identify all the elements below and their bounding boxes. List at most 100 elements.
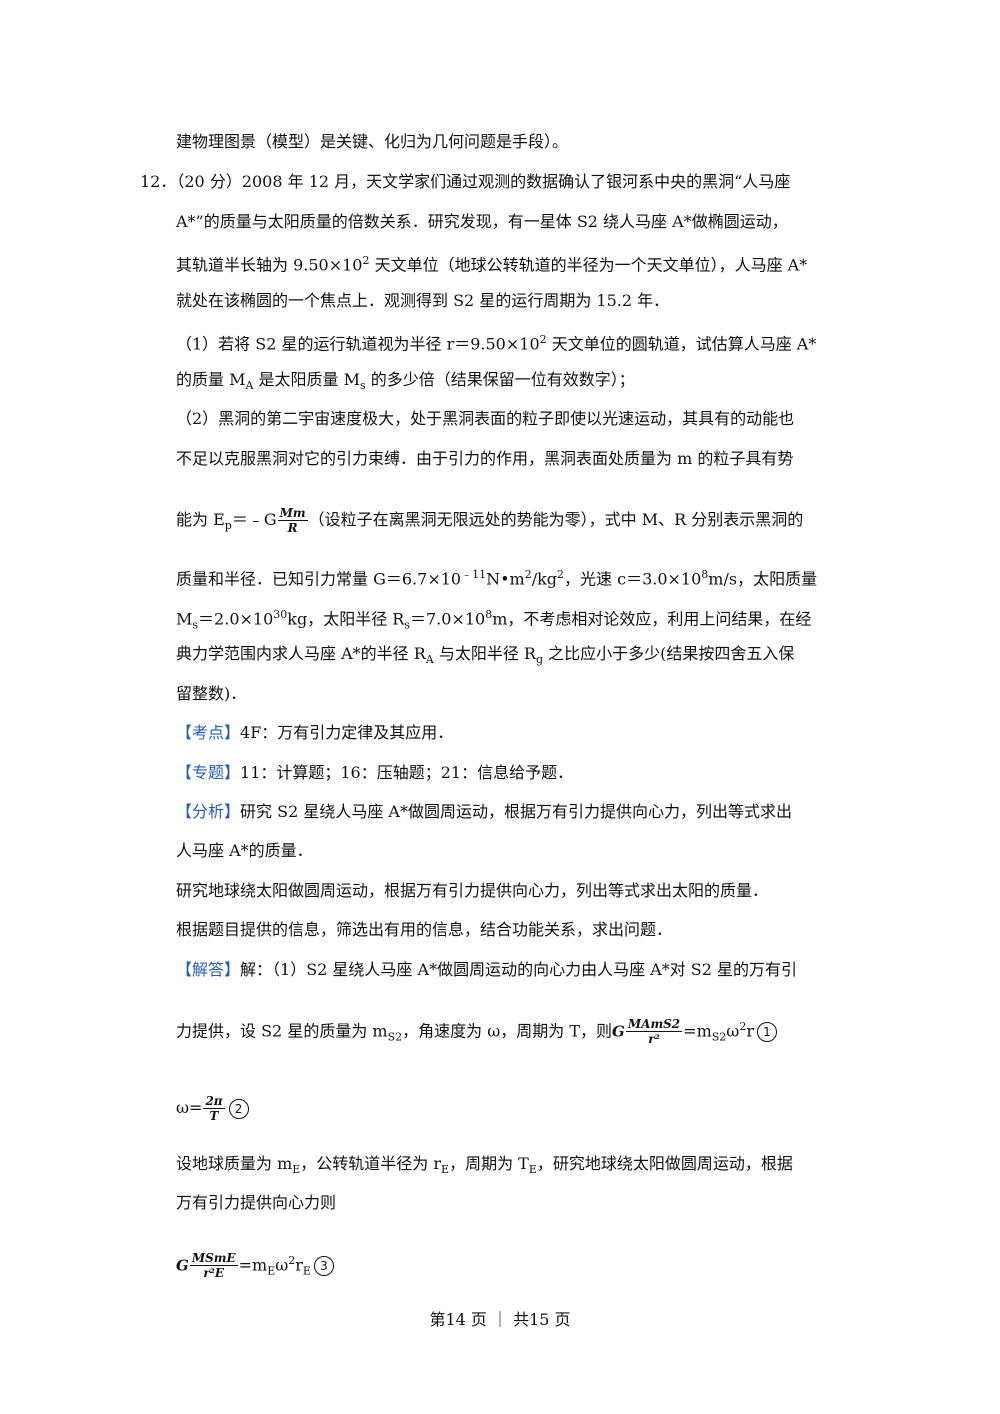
question-text: （20 分）2008 年 12 月，天文学家们通过观测的数据确认了银河系中央的黑… bbox=[176, 172, 791, 191]
text-run: （设粒子在离黑洞无限远处的势能为零），式中 M、R 分别表示黑洞的 bbox=[308, 510, 804, 529]
text-run: kg，太阳半径 R bbox=[287, 609, 405, 629]
fraction-denominator: T bbox=[209, 1109, 219, 1123]
subscript: A bbox=[425, 653, 434, 667]
section-tag-jieda: 【解答】 bbox=[176, 960, 241, 979]
text-run: 的质量 M bbox=[176, 370, 246, 389]
paragraph-text: 不足以克服黑洞对它的引力束缚．由于引力的作用，黑洞表面处质量为 m 的粒子具有势 bbox=[176, 449, 794, 468]
text-run: N•m bbox=[486, 569, 525, 589]
text-line: 不足以克服黑洞对它的引力束缚．由于引力的作用，黑洞表面处质量为 m 的粒子具有势 bbox=[176, 448, 1000, 470]
text-run: ，角速度为 ω，周期为 T，则 bbox=[402, 1021, 613, 1041]
text-run: ω bbox=[726, 1021, 740, 1041]
text-run: m/s，太阳质量 bbox=[708, 569, 818, 589]
gravity-constant: G bbox=[176, 1256, 189, 1275]
section-text: 11：计算题；16：压轴题；21：信息给予题． bbox=[240, 763, 574, 782]
fraction-denominator: R bbox=[287, 521, 298, 535]
text-run: 天文单位（地球公转轨道的半径为一个天文单位），人马座 A* bbox=[369, 255, 808, 275]
fenxi-line: 【分析】研究 S2 星绕人马座 A*做圆周运动，根据万有引力提供向心力，列出等式… bbox=[176, 801, 1000, 823]
text-run: =m bbox=[683, 1021, 712, 1041]
section-tag-kaodian: 【考点】 bbox=[176, 723, 241, 742]
text-line: 设地球质量为 mE，公转轨道半径为 rE，周期为 TE，研究地球绕太阳做圆周运动… bbox=[176, 1153, 1000, 1181]
text-run: r bbox=[295, 1255, 303, 1275]
superscript: 2 bbox=[524, 568, 532, 581]
text-line: 万有引力提供向心力则 bbox=[176, 1192, 1000, 1214]
text-run: 设地球质量为 m bbox=[176, 1154, 293, 1173]
text-run: ，研究地球绕太阳做圆周运动，根据 bbox=[536, 1154, 793, 1173]
text-run: 与太阳半径 R bbox=[433, 644, 536, 663]
subscript: s bbox=[192, 618, 199, 632]
text-line: （2）黑洞的第二宇宙速度极大，处于黑洞表面的粒子即使以光速运动，其具有的动能也 bbox=[176, 408, 1000, 430]
subscript: E bbox=[267, 1264, 276, 1278]
circled-number: 2 bbox=[228, 1099, 249, 1119]
circled-number: 1 bbox=[756, 1022, 777, 1043]
text-run: 质量和半径．已知引力常量 G＝6.7×10 bbox=[176, 569, 462, 589]
question-text: 就处在该椭圆的一个焦点上．观测得到 S2 星的运行周期为 15.2 年． bbox=[176, 291, 670, 310]
circled-number: 3 bbox=[313, 1256, 334, 1277]
jieda-line: 【解答】解：（1）S2 星绕人马座 A*做圆周运动的向心力由人马座 A*对 S2… bbox=[176, 959, 1000, 981]
superscript: 8 bbox=[701, 568, 709, 581]
subscript: E bbox=[292, 1163, 301, 1177]
text-line: 建物理图景（模型）是关键、化归为几何问题是手段）。 bbox=[176, 131, 1000, 153]
question-text: A*”的质量与太阳质量的倍数关系．研究发现，有一星体 S2 绕人马座 A*做椭圆… bbox=[176, 212, 788, 231]
text-run: ω bbox=[275, 1255, 289, 1275]
question-number: 12． bbox=[140, 172, 177, 191]
text-line: 的质量 MA 是太阳质量 Ms 的多少倍（结果保留一位有效数字）； bbox=[176, 369, 1000, 397]
text-run: 能为 E bbox=[176, 510, 225, 529]
paragraph-text: （2）黑洞的第二宇宙速度极大，处于黑洞表面的粒子即使以光速运动，其具有的动能也 bbox=[176, 409, 795, 428]
section-tag-fenxi: 【分析】 bbox=[176, 802, 241, 821]
text-run: ＝2.0×10 bbox=[198, 609, 274, 629]
text-line: 典力学范围内求人马座 A*的半径 RA 与太阳半径 Rg 之比应小于多少(结果按… bbox=[176, 643, 1000, 671]
text-run: ，周期为 T bbox=[449, 1154, 529, 1173]
text-run: 典力学范围内求人马座 A*的半径 R bbox=[176, 644, 426, 663]
superscript: 2 bbox=[539, 333, 547, 346]
text-run: （1）若将 S2 星的运行轨道视为半径 r＝9.50×10 bbox=[176, 334, 540, 354]
subscript: s bbox=[404, 618, 410, 632]
subscript: E bbox=[441, 1163, 450, 1177]
zhuanti-line: 【专题】11：计算题；16：压轴题；21：信息给予题． bbox=[176, 762, 1000, 784]
superscript: 8 bbox=[485, 608, 493, 621]
text-run: 力提供，设 S2 星的质量为 m bbox=[176, 1021, 388, 1041]
section-text: 研究 S2 星绕人马座 A*做圆周运动，根据万有引力提供向心力，列出等式求出 bbox=[240, 802, 792, 821]
text-line: Ms＝2.0×1030kg，太阳半径 Rs＝7.0×108m，不考虑相对论效应，… bbox=[176, 604, 1000, 637]
paragraph-text: 人马座 A*的质量． bbox=[176, 841, 313, 860]
paragraph-text: 研究地球绕太阳做圆周运动，根据万有引力提供向心力，列出等式求出太阳的质量． bbox=[176, 881, 769, 900]
text-run: 的多少倍（结果保留一位有效数字）； bbox=[365, 370, 635, 389]
subscript: E bbox=[528, 1163, 537, 1177]
text-run: /kg bbox=[531, 569, 558, 589]
page-footer: 第14 页 ｜ 共15 页 bbox=[429, 1310, 571, 1329]
text-run: m，不考虑相对论效应，利用上问结果，在经 bbox=[492, 609, 812, 629]
text-run: M bbox=[176, 609, 193, 629]
text-line: 留整数)． bbox=[176, 683, 1000, 705]
fraction-numerator: 2π bbox=[203, 1094, 225, 1109]
paragraph-text: 建物理图景（模型）是关键、化归为几何问题是手段）。 bbox=[176, 132, 569, 151]
subscript: S2 bbox=[711, 1030, 727, 1044]
text-run: ω= bbox=[176, 1098, 203, 1117]
subscript: E bbox=[302, 1264, 311, 1278]
text-line: 研究地球绕太阳做圆周运动，根据万有引力提供向心力，列出等式求出太阳的质量． bbox=[176, 880, 1000, 902]
fraction-numerator: Mm bbox=[277, 506, 308, 521]
text-run: 天文单位的圆轨道，试估算人马座 A* bbox=[546, 334, 817, 354]
subscript: s bbox=[360, 379, 366, 393]
paragraph-text: 留整数)． bbox=[176, 684, 247, 703]
kaodian-line: 【考点】4F：万有引力定律及其应用． bbox=[176, 722, 1000, 744]
text-line: A*”的质量与太阳质量的倍数关系．研究发现，有一星体 S2 绕人马座 A*做椭圆… bbox=[176, 211, 1000, 233]
text-run: r bbox=[746, 1021, 754, 1041]
fraction-numerator: MSmE bbox=[189, 1251, 238, 1267]
text-line: 根据题目提供的信息，筛选出有用的信息，结合功能关系，求出问题． bbox=[176, 919, 1000, 941]
subscript: p bbox=[224, 519, 232, 533]
text-run: ，公转轨道半径为 r bbox=[300, 1154, 442, 1173]
fraction-denominator: r²E bbox=[203, 1266, 225, 1281]
section-text: 4F：万有引力定律及其应用． bbox=[240, 723, 454, 742]
subscript: A bbox=[245, 379, 254, 393]
text-line: 质量和半径．已知引力常量 G＝6.7×10﹣11N•m2/kg2，光速 c＝3.… bbox=[176, 564, 1000, 590]
superscript: ﹣11 bbox=[461, 568, 487, 581]
superscript: 2 bbox=[739, 1020, 747, 1033]
section-tag-zhuanti: 【专题】 bbox=[176, 763, 241, 782]
superscript: 2 bbox=[288, 1254, 296, 1267]
subscript: S2 bbox=[387, 1030, 403, 1044]
text-line: 其轨道半长轴为 9.50×102 天文单位（地球公转轨道的半径为一个天文单位），… bbox=[176, 250, 1000, 276]
